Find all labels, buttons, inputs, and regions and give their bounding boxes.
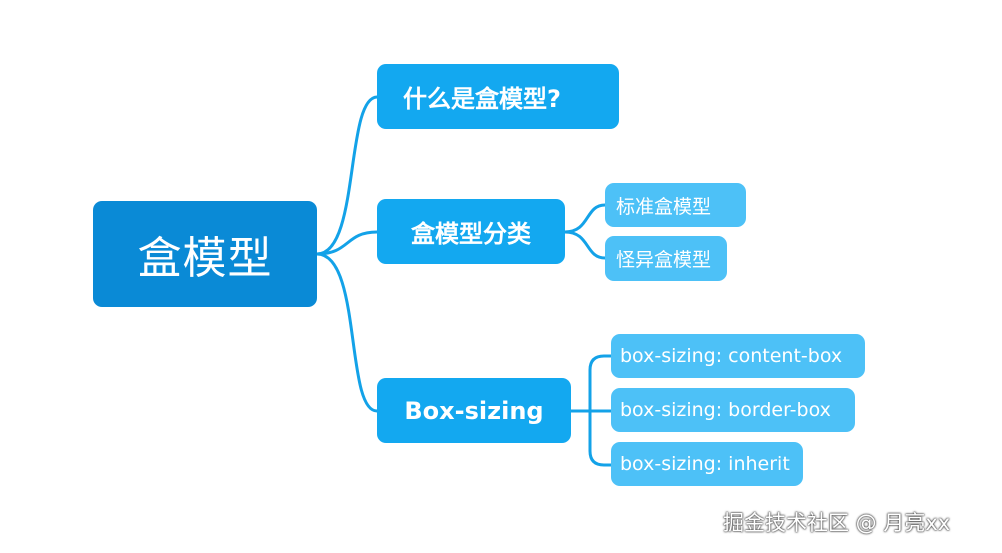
branch-box-model-types: 盒模型分类 [377,199,565,264]
watermark: 掘金技术社区 @ 月亮xx [723,511,951,535]
connector-types-to-standard [563,203,607,234]
leaf-content-box: box-sizing: content-box [611,334,865,378]
leaf-quirks-box-model: 怪异盒模型 [605,236,727,281]
connector-root-to-what-is-box-model [315,95,379,256]
leaf-standard-box-model: 标准盒模型 [605,183,746,227]
branch-what-is-box-model: 什么是盒模型? [377,64,619,129]
leaf-inherit: box-sizing: inherit [611,442,803,486]
connector-box-sizing-to-inherit [588,409,613,467]
connector-types-to-quirks [563,230,607,260]
leaf-border-box: box-sizing: border-box [611,388,855,432]
connector-root-to-box-sizing [315,252,379,413]
root-node-box-model: 盒模型 [93,201,317,307]
connector-box-sizing-to-content-box [569,354,613,413]
connector-root-to-box-model-types [315,230,379,256]
branch-box-sizing: Box-sizing [377,378,571,443]
